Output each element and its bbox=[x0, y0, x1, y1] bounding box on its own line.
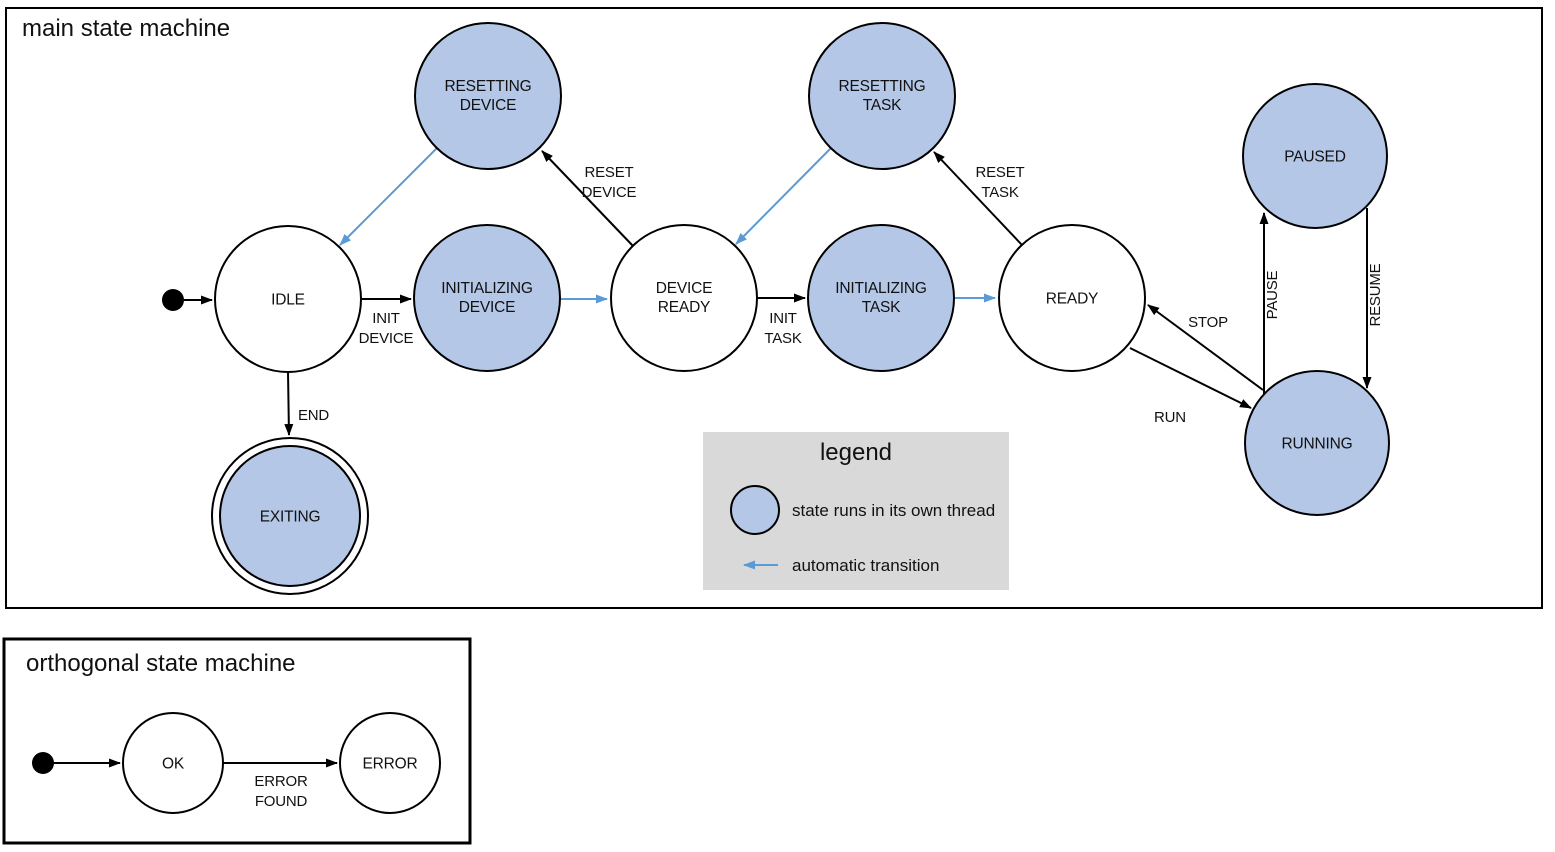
main-state-machine-title: main state machine bbox=[22, 15, 230, 42]
transition-end: END bbox=[284, 371, 330, 436]
transition-label-init-task: INIT bbox=[769, 310, 797, 327]
initial-state-marker bbox=[32, 752, 121, 774]
transition-line bbox=[1129, 347, 1252, 409]
main-states-layer: RESETTINGDEVICERESETTINGTASKPAUSEDIDLEIN… bbox=[162, 22, 1390, 595]
state-circle bbox=[219, 445, 361, 587]
transition-line bbox=[541, 150, 634, 247]
transition-label-reset-device: RESET bbox=[584, 164, 633, 181]
transition-resume: RESUME bbox=[1362, 208, 1384, 389]
initial-state-marker bbox=[162, 289, 213, 311]
orthogonal-state-machine-title: orthogonal state machine bbox=[26, 650, 296, 677]
main-transitions-layer: INIT DEVICE END RESET DEVICE INIT TASK RESET TAS… bbox=[284, 147, 1384, 436]
state-circle bbox=[610, 224, 758, 372]
orthogonal-states-layer: OK ERROR bbox=[32, 712, 441, 814]
transition-label-stop: STOP bbox=[1188, 314, 1228, 331]
transition-label-end: END bbox=[298, 407, 329, 424]
initial-state-dot bbox=[162, 289, 184, 311]
transition-label-reset-task: TASK bbox=[981, 184, 1018, 201]
state-label: DEVICE bbox=[459, 299, 516, 316]
initial-state-dot bbox=[32, 752, 54, 774]
state-ready: READY bbox=[998, 224, 1146, 372]
transition-line bbox=[1147, 304, 1264, 391]
transition-label-resume: RESUME bbox=[1367, 263, 1384, 326]
state-label: RESETTING bbox=[839, 78, 926, 95]
transition-label-pause: PAUSE bbox=[1264, 270, 1281, 319]
state-circle bbox=[339, 712, 441, 814]
state-circle bbox=[807, 224, 955, 372]
state-label: EXITING bbox=[260, 509, 321, 526]
threaded-state-swatch-icon bbox=[730, 485, 780, 535]
transition-reset-device: RESET DEVICE bbox=[541, 150, 637, 247]
transition-init-task: INIT TASK bbox=[757, 293, 806, 347]
state-circle bbox=[1244, 370, 1390, 516]
automatic-transition-line bbox=[339, 147, 438, 246]
state-idle: IDLE bbox=[214, 225, 362, 373]
state-label: IDLE bbox=[271, 292, 305, 309]
state-ok: OK bbox=[122, 712, 224, 814]
legend-threaded-state-label: state runs in its own thread bbox=[792, 501, 995, 520]
state-label: TASK bbox=[862, 299, 901, 316]
state-initializing-device: INITIALIZING DEVICE bbox=[413, 224, 561, 372]
transition-label-error-found: ERROR bbox=[254, 773, 308, 790]
transition-label-init-device: INIT bbox=[372, 310, 400, 327]
state-circle bbox=[214, 225, 362, 373]
state-paused: PAUSED bbox=[1242, 83, 1388, 229]
transition-error-found: ERROR FOUND bbox=[223, 758, 338, 810]
state-label: TASK bbox=[863, 97, 902, 114]
state-label: DEVICE bbox=[656, 280, 713, 297]
orthogonal-transitions-layer: ERROR FOUND bbox=[223, 758, 338, 810]
state-label: READY bbox=[1046, 291, 1098, 308]
transition-init-device: INIT DEVICE bbox=[359, 294, 414, 347]
state-label: RUNNING bbox=[1282, 436, 1353, 453]
state-label: RESETTING bbox=[445, 78, 532, 95]
state-label: PAUSED bbox=[1284, 149, 1345, 166]
state-initializing-task: INITIALIZING TASK bbox=[807, 224, 955, 372]
state-circle bbox=[1242, 83, 1388, 229]
transition-label-init-task: TASK bbox=[764, 330, 801, 347]
state-error: ERROR bbox=[339, 712, 441, 814]
state-label: DEVICE bbox=[460, 97, 517, 114]
state-label: INITIALIZING bbox=[835, 280, 926, 297]
state-label: OK bbox=[162, 756, 185, 773]
main-state-machine-frame bbox=[5, 7, 1543, 609]
state-label: READY bbox=[658, 299, 710, 316]
legend-automatic-transition-label: automatic transition bbox=[792, 556, 939, 575]
state-circle bbox=[122, 712, 224, 814]
state-circle bbox=[808, 22, 956, 170]
transition-label-reset-task: RESET bbox=[975, 164, 1024, 181]
transition-run: RUN bbox=[1129, 347, 1252, 426]
state-circle bbox=[413, 224, 561, 372]
transition-pause: PAUSE bbox=[1259, 212, 1281, 394]
transition-line bbox=[933, 151, 1023, 246]
transition-label-error-found: FOUND bbox=[255, 793, 308, 810]
state-resetting-device: RESETTING DEVICE bbox=[414, 22, 562, 170]
transition-auto-resetting-device-to-idle bbox=[339, 147, 438, 246]
state-label: INITIALIZING bbox=[441, 280, 532, 297]
transition-stop: STOP bbox=[1147, 304, 1264, 391]
transition-line bbox=[284, 371, 294, 436]
orthogonal-state-machine-frame bbox=[2, 637, 472, 845]
state-label: ERROR bbox=[363, 756, 418, 773]
transition-auto-resetting-task-to-device-ready bbox=[735, 147, 832, 245]
transition-reset-task: RESET TASK bbox=[933, 151, 1025, 246]
state-circle bbox=[414, 22, 562, 170]
transition-label-init-device: DEVICE bbox=[359, 330, 414, 347]
legend-title: legend bbox=[820, 439, 892, 466]
transition-label-run: RUN bbox=[1154, 409, 1186, 426]
automatic-transition-line bbox=[735, 147, 832, 245]
state-device-ready: DEVICE READY bbox=[610, 224, 758, 372]
state-exiting: EXITING bbox=[211, 437, 369, 595]
state-running: RUNNING bbox=[1244, 370, 1390, 516]
state-resetting-task: RESETTING TASK bbox=[808, 22, 956, 170]
transition-label-reset-device: DEVICE bbox=[582, 184, 637, 201]
state-circle bbox=[998, 224, 1146, 372]
